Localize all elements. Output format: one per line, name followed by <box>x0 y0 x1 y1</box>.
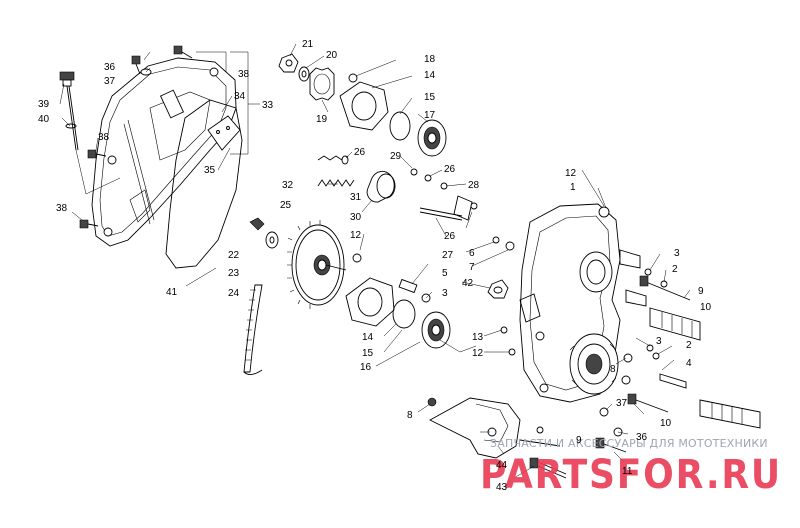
callout-6: 6 <box>469 248 475 259</box>
callouts: 1 2 2 3 3 3 4 5 6 7 8 8 9 9 10 10 11 12 … <box>38 39 712 493</box>
callout-17: 17 <box>424 110 436 121</box>
callout-7: 7 <box>469 262 475 273</box>
callout-9: 9 <box>576 435 582 446</box>
watermark: ЗАПЧАСТИ И АКСЕССУАРЫ ДЛЯ МОТОТЕХНИКИ PA… <box>480 437 782 498</box>
upper-shaft-stack <box>278 53 447 157</box>
mounting-bracket <box>427 397 627 479</box>
callout-23: 23 <box>228 268 240 279</box>
callout-28: 28 <box>468 180 480 191</box>
callout-36: 36 <box>636 432 648 443</box>
callout-37: 37 <box>616 398 628 409</box>
callout-8: 8 <box>610 364 616 375</box>
lower-shaft-stack <box>345 277 451 349</box>
callout-38: 38 <box>238 69 250 80</box>
callout-11: 11 <box>622 466 633 477</box>
callout-26: 26 <box>444 231 456 242</box>
leader-lines <box>59 43 691 479</box>
cover-gasket <box>165 99 243 269</box>
callout-20: 20 <box>326 50 338 61</box>
driven-sprocket <box>249 217 362 309</box>
callout-21: 21 <box>302 39 314 50</box>
drain-plug <box>487 279 516 356</box>
callout-14: 14 <box>424 70 436 81</box>
callout-32: 32 <box>282 180 294 191</box>
callout-41: 41 <box>166 287 178 298</box>
dipstick <box>59 71 79 151</box>
callout-24: 24 <box>228 288 240 299</box>
watermark-tagline: ЗАПЧАСТИ И АКСЕССУАРЫ ДЛЯ МОТОТЕХНИКИ <box>490 437 768 450</box>
callout-3: 3 <box>656 336 662 347</box>
callout-40: 40 <box>38 114 50 125</box>
callout-14: 14 <box>362 332 374 343</box>
callout-42: 42 <box>462 278 474 289</box>
chain-tensioner <box>317 155 515 251</box>
callout-3: 3 <box>442 288 448 299</box>
callout-2: 2 <box>672 264 678 275</box>
drive-chain <box>243 284 263 375</box>
chaincase-housing <box>519 203 647 403</box>
chaincase-cover <box>91 57 237 247</box>
callout-26: 26 <box>444 164 456 175</box>
callout-12: 12 <box>472 348 484 359</box>
callout-13: 13 <box>472 332 484 343</box>
callout-5: 5 <box>442 268 448 279</box>
callout-16: 16 <box>360 362 372 373</box>
callout-19: 19 <box>316 114 328 125</box>
watermark-logo: PARTSFOR.RU <box>480 452 782 498</box>
callout-10: 10 <box>660 418 672 429</box>
cover-bolts <box>79 45 193 229</box>
callout-38: 38 <box>56 203 68 214</box>
callout-10: 10 <box>700 302 712 313</box>
callout-31: 31 <box>350 192 362 203</box>
callout-27: 27 <box>442 250 454 261</box>
callout-22: 22 <box>228 250 240 261</box>
callout-26: 26 <box>354 147 366 158</box>
callout-43: 43 <box>496 482 508 493</box>
callout-9: 9 <box>698 286 704 297</box>
callout-15: 15 <box>362 348 374 359</box>
callout-38: 38 <box>98 132 110 143</box>
cover-inspection-plate <box>207 115 241 151</box>
callout-12: 12 <box>565 168 577 179</box>
callout-18: 18 <box>424 54 436 65</box>
callout-34: 34 <box>234 91 246 102</box>
callout-39: 39 <box>38 99 50 110</box>
callout-25: 25 <box>280 200 292 211</box>
callout-44: 44 <box>496 460 508 471</box>
callout-33: 33 <box>262 100 274 111</box>
callout-4: 4 <box>686 358 692 369</box>
right-shafts <box>621 268 761 429</box>
callout-2: 2 <box>686 340 692 351</box>
callout-35: 35 <box>204 165 216 176</box>
callout-37: 37 <box>104 76 116 87</box>
callout-15: 15 <box>424 92 436 103</box>
callout-29: 29 <box>390 151 402 162</box>
callout-8: 8 <box>407 410 413 421</box>
callout-30: 30 <box>350 212 362 223</box>
callout-36: 36 <box>104 62 116 73</box>
callout-3: 3 <box>674 248 680 259</box>
callout-12: 12 <box>350 230 362 241</box>
callout-1: 1 <box>570 182 576 193</box>
